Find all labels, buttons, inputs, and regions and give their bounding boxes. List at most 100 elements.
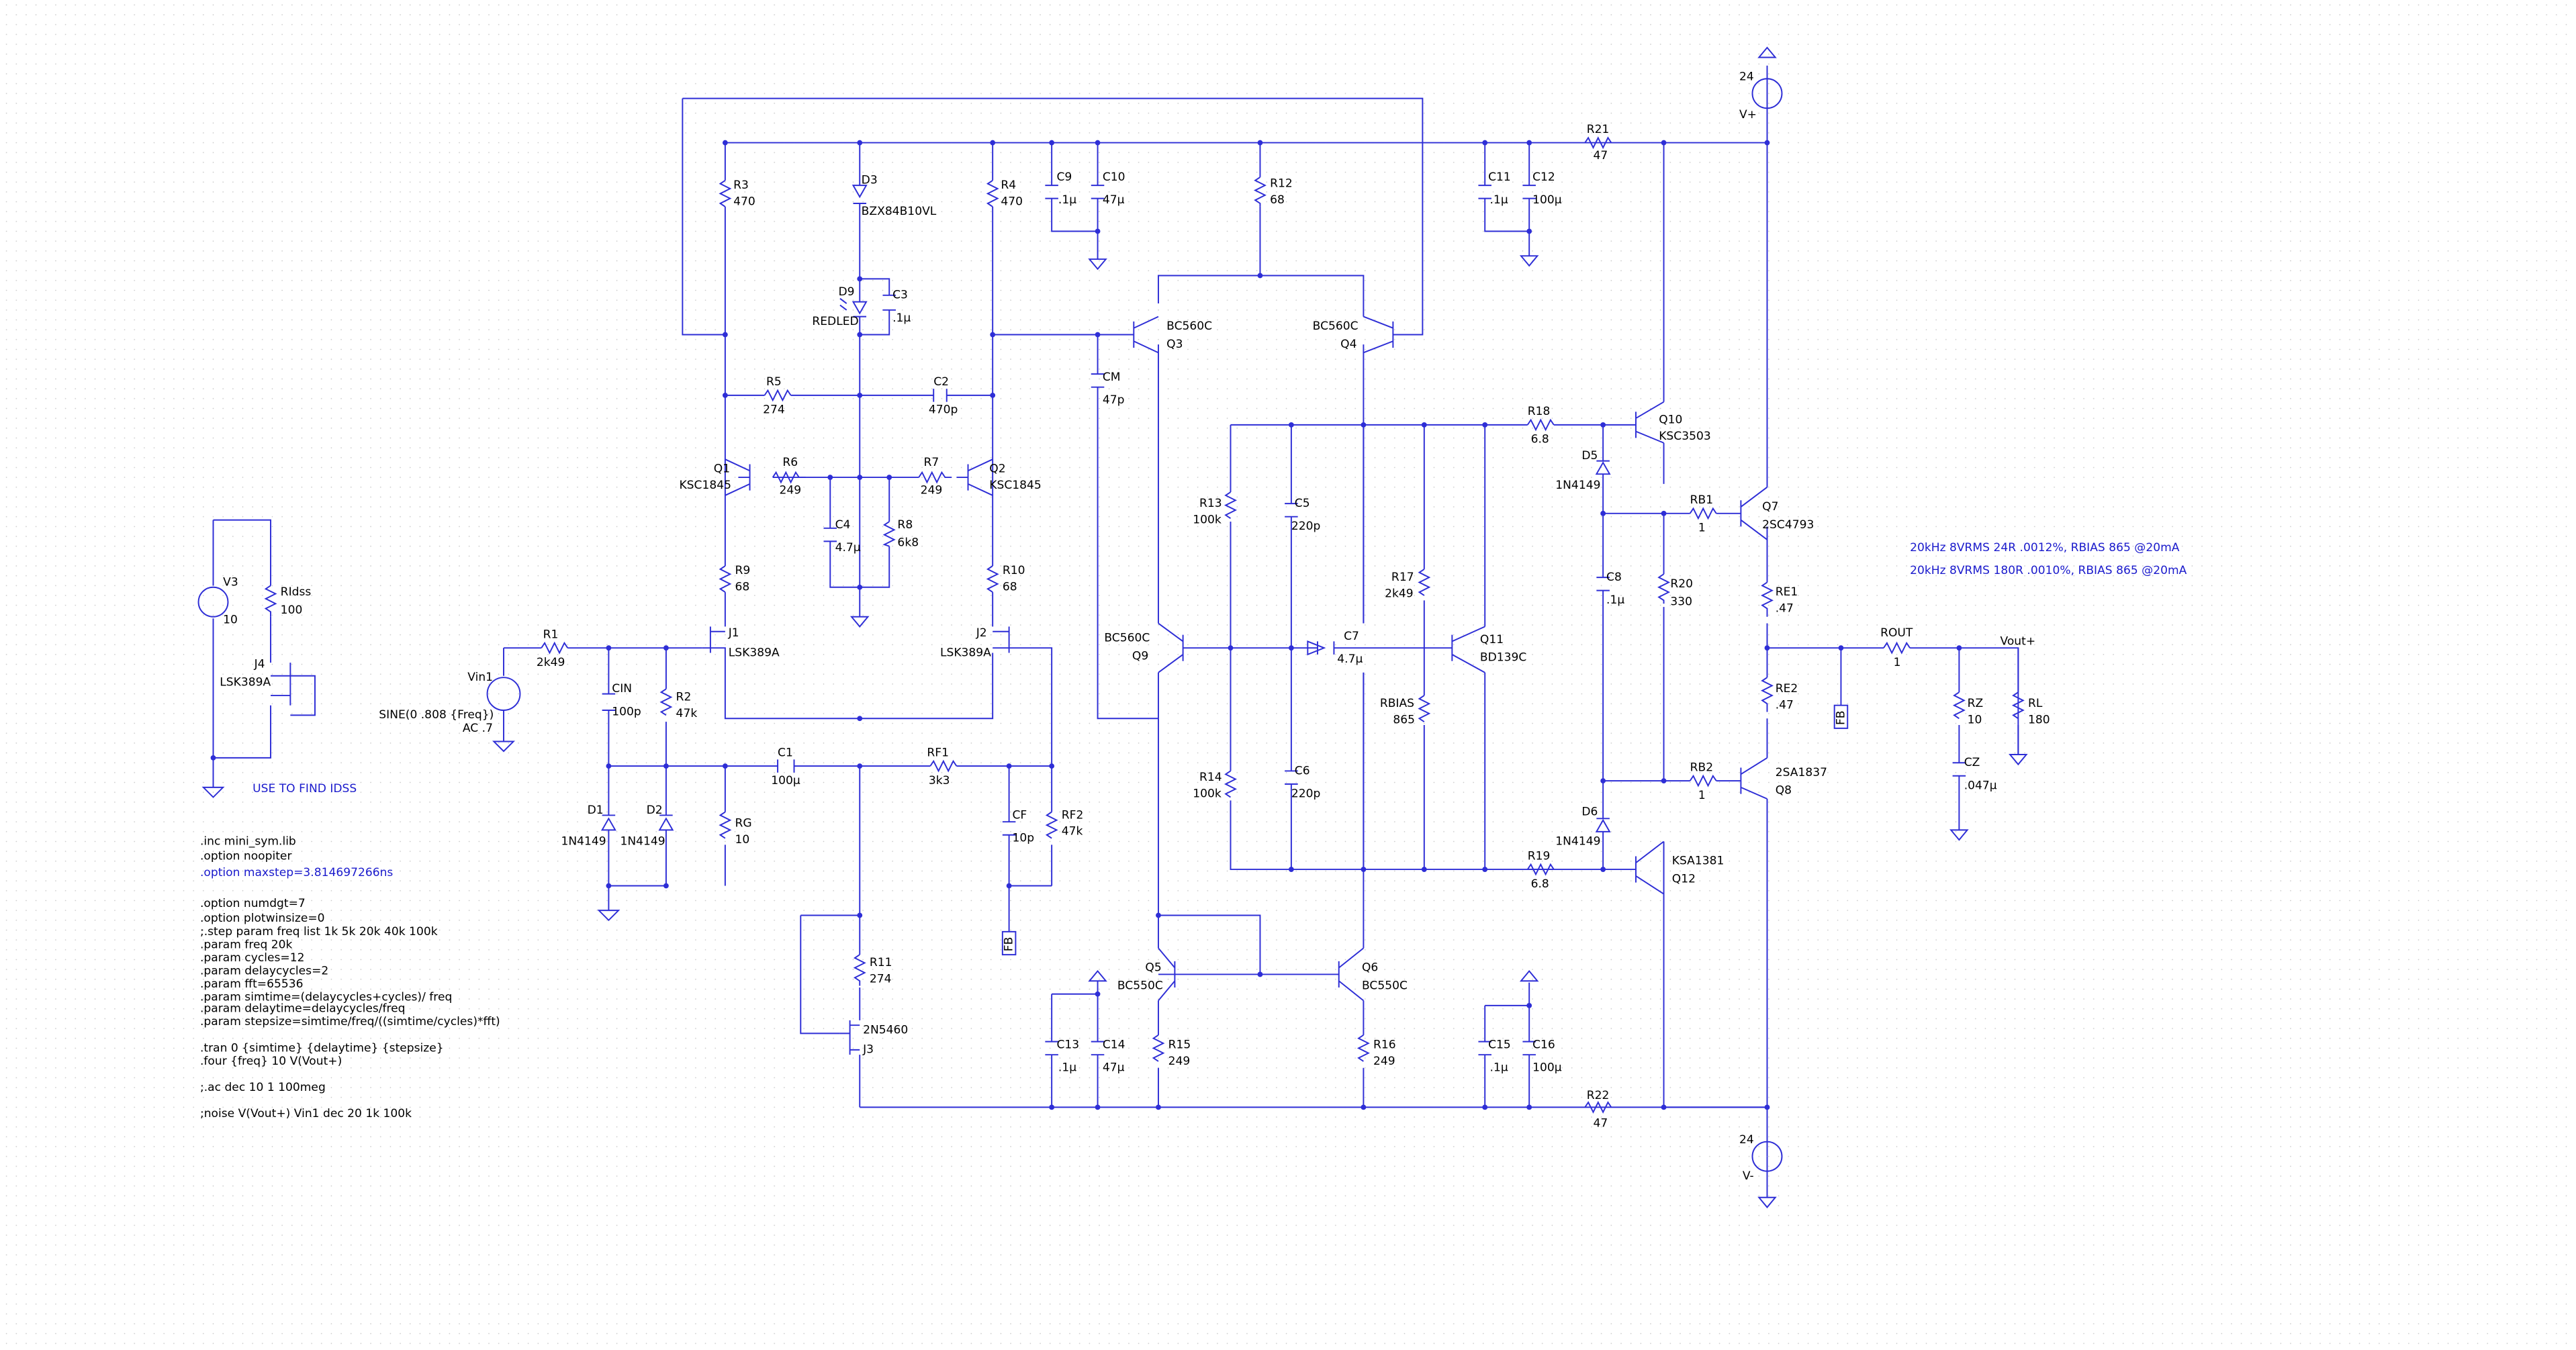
label-r4-ref: R4: [1001, 179, 1016, 192]
label-rl-val: 180: [2028, 714, 2050, 727]
label-d1-ref: D1: [588, 804, 604, 817]
label-q7-val: 2SC4793: [1762, 518, 1814, 532]
label-r22-ref: R22: [1587, 1089, 1610, 1102]
label-rf2-ref: RF2: [1062, 808, 1084, 822]
directive-line: .option plotwinsize=0: [200, 912, 325, 925]
label-r10-val: 68: [1003, 581, 1017, 594]
label-c9-ref: C9: [1056, 171, 1072, 184]
label-r18-val: 6.8: [1531, 433, 1549, 446]
label-c2-val: 470p: [929, 403, 958, 417]
directive-line: .four {freq} 10 V(Vout+): [200, 1055, 342, 1068]
label-q3-ref: Q3: [1166, 338, 1183, 351]
label-c8-val: .1µ: [1606, 593, 1624, 607]
label-rb2-val: 1: [1698, 789, 1706, 802]
label-c1-val: 100µ: [771, 774, 800, 787]
label-q11-ref: Q11: [1480, 633, 1504, 646]
label-vneg-val: 24: [1739, 1133, 1754, 1147]
label-vin1-ac: AC .7: [463, 722, 493, 735]
label-q10-val: KSC3503: [1659, 430, 1711, 443]
label-vpos-net: V+: [1739, 108, 1757, 122]
label-r11-ref: R11: [870, 956, 892, 969]
label-c8-ref: C8: [1606, 571, 1622, 584]
label-rbias-val: 865: [1393, 714, 1415, 727]
label-j4-ref: J4: [254, 658, 265, 671]
label-rbias-ref: RBIAS: [1380, 697, 1414, 710]
label-c3-ref: C3: [892, 289, 908, 302]
label-j4-val: LSK389A: [220, 675, 271, 689]
label-rb2-ref: RB2: [1690, 761, 1713, 774]
label-rb1-ref: RB1: [1690, 493, 1713, 507]
annotations: USE TO FIND IDSS 20kHz 8VRMS 24R .0012%,…: [252, 541, 2187, 795]
label-d6-ref: D6: [1581, 805, 1598, 818]
label-cm-val: 47p: [1103, 393, 1125, 407]
directive-line: ;.ac dec 10 1 100meg: [200, 1081, 326, 1094]
label-q12-val: KSA1381: [1672, 855, 1724, 868]
directive-line: .param stepsize=simtime/freq/((simtime/c…: [200, 1015, 500, 1028]
directive-line: .option noopiter: [200, 849, 292, 863]
label-r2-val: 47k: [676, 707, 698, 720]
label-r16-ref: R16: [1373, 1038, 1396, 1051]
label-c12-ref: C12: [1532, 171, 1555, 184]
note-result-24r: 20kHz 8VRMS 24R .0012%, RBIAS 865 @20mA: [1910, 541, 2180, 555]
label-j2-ref: J2: [976, 626, 987, 640]
label-c10-ref: C10: [1103, 171, 1125, 184]
label-d2-ref: D2: [647, 804, 663, 817]
label-r10-ref: R10: [1003, 564, 1025, 577]
label-q8-ref: Q8: [1776, 784, 1792, 798]
directive-line: .param simtime=(delaycycles+cycles)/ fre…: [200, 991, 452, 1004]
label-r6-val: 249: [780, 483, 802, 497]
label-j2-val: LSK389A: [940, 646, 991, 659]
label-r5-ref: R5: [766, 375, 782, 389]
label-q12-ref: Q12: [1672, 873, 1696, 886]
label-q4-val: BC560C: [1313, 320, 1359, 333]
label-c14-val: 47µ: [1103, 1061, 1125, 1075]
label-r18-ref: R18: [1528, 405, 1551, 418]
label-rg-ref: RG: [735, 817, 752, 830]
label-re2-val: .47: [1776, 699, 1794, 712]
label-c6-val: 220p: [1291, 787, 1320, 801]
label-q2-val: KSC1845: [989, 479, 1042, 492]
label-c16-val: 100µ: [1532, 1061, 1562, 1075]
label-r8-val: 6k8: [897, 536, 919, 550]
label-q7-ref: Q7: [1762, 500, 1778, 514]
label-r15-ref: R15: [1168, 1038, 1191, 1051]
label-r14-val: 100k: [1193, 787, 1222, 801]
label-vin1-val: SINE(0 .808 {Freq}): [379, 708, 494, 722]
label-vin1-ref: Vin1: [467, 671, 493, 684]
label-r8-ref: R8: [897, 518, 913, 532]
label-r17-val: 2k49: [1385, 587, 1414, 600]
label-cm-ref: CM: [1103, 371, 1121, 384]
spice-directives: .inc mini_sym.lib .option noopiter .opti…: [200, 834, 500, 1120]
label-c10-val: 47µ: [1103, 193, 1125, 207]
label-d6-val: 1N4149: [1555, 834, 1600, 848]
label-d5-val: 1N4149: [1555, 479, 1600, 492]
label-v3-val: 10: [223, 614, 238, 627]
label-r12-val: 68: [1270, 193, 1285, 207]
label-r11-val: 274: [870, 973, 892, 986]
label-d3-ref: D3: [862, 174, 878, 187]
label-c9-val: .1µ: [1058, 193, 1076, 207]
label-r6-ref: R6: [782, 456, 798, 469]
label-q6-val: BC550C: [1362, 979, 1408, 992]
note-idss: USE TO FIND IDSS: [252, 782, 357, 795]
label-r17-ref: R17: [1391, 571, 1414, 584]
label-d2-val: 1N4149: [620, 834, 665, 848]
label-c4-val: 4.7µ: [835, 541, 861, 555]
label-rz-ref: RZ: [1968, 697, 1984, 710]
label-r16-val: 249: [1373, 1055, 1395, 1068]
label-c4-ref: C4: [835, 518, 851, 532]
label-r4-val: 470: [1001, 195, 1023, 208]
ground-symbols: [201, 46, 2028, 1208]
label-r20-ref: R20: [1670, 577, 1693, 591]
label-r3-val: 470: [733, 195, 755, 208]
label-cf-ref: CF: [1012, 808, 1027, 822]
label-r3-ref: R3: [733, 179, 749, 192]
label-r22-val: 47: [1593, 1117, 1608, 1130]
directive-line: .option numdgt=7: [200, 897, 306, 910]
net-flag-fb-feedback: FB: [1002, 937, 1015, 952]
label-r21-val: 47: [1593, 149, 1608, 162]
label-rg-val: 10: [735, 833, 750, 847]
label-cz-val: .047µ: [1964, 779, 1997, 792]
label-c2-ref: C2: [933, 375, 949, 389]
